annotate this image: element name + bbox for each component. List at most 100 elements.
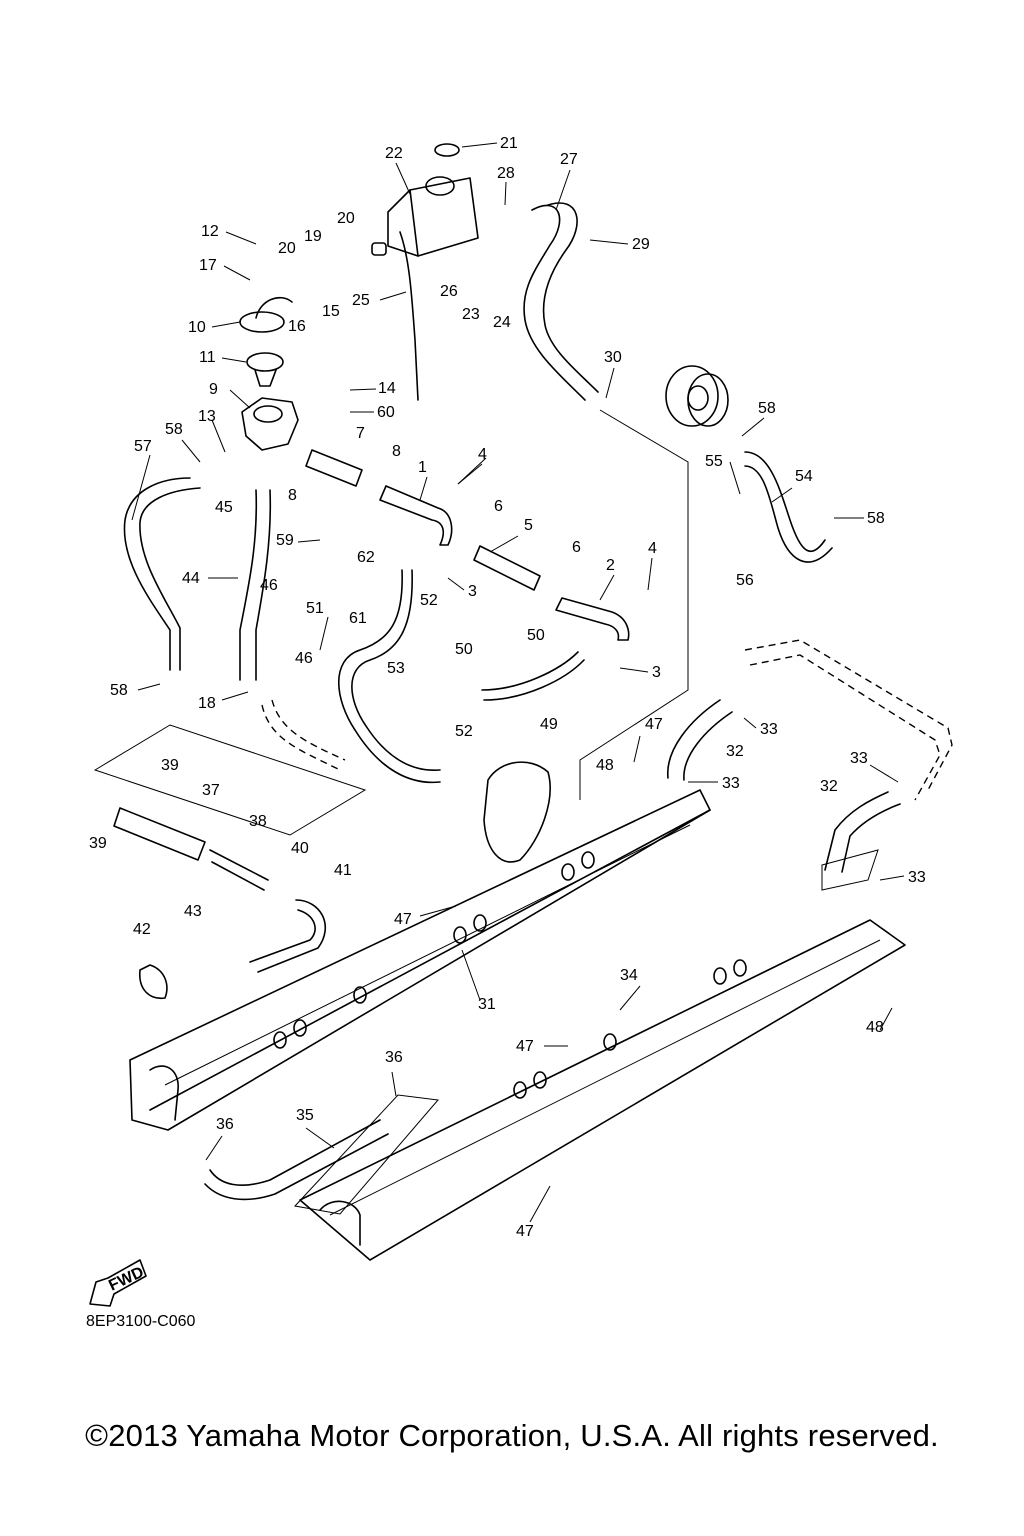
callout-52: 52 <box>455 723 473 740</box>
callout-9: 9 <box>209 381 218 398</box>
heat-exchanger-34 <box>299 919 906 1261</box>
callout-52: 52 <box>420 592 438 609</box>
callout-45: 45 <box>215 499 233 516</box>
water-pump-cover <box>483 761 551 863</box>
callout-32: 32 <box>726 743 744 760</box>
callout-50: 50 <box>455 641 473 658</box>
diagram-code: 8EP3100-C060 <box>86 1313 196 1330</box>
callout-31: 31 <box>478 996 496 1013</box>
callout-37: 37 <box>202 782 220 799</box>
callout-36: 36 <box>216 1116 234 1133</box>
hose-51 <box>338 569 441 784</box>
callout-41: 41 <box>334 862 352 879</box>
callout-11: 11 <box>199 349 216 366</box>
callout-44: 44 <box>182 570 200 587</box>
callout-50: 50 <box>527 627 545 644</box>
copyright-notice: ©2013 Yamaha Motor Corporation, U.S.A. A… <box>85 1418 939 1453</box>
callout-38: 38 <box>249 813 267 830</box>
callout-27: 27 <box>560 151 578 168</box>
callout-56: 56 <box>736 572 754 589</box>
callout-16: 16 <box>288 318 306 335</box>
fwd-arrow-icon: FWD <box>89 1259 147 1307</box>
hose-57 <box>123 477 191 671</box>
callout-24: 24 <box>493 314 511 331</box>
callout-46: 46 <box>260 577 278 594</box>
callout-51: 51 <box>306 600 324 617</box>
callout-28: 28 <box>497 165 515 182</box>
callout-7: 7 <box>356 425 365 442</box>
callout-47: 47 <box>645 716 663 733</box>
callout-19: 19 <box>304 228 322 245</box>
callout-53: 53 <box>387 660 405 677</box>
callout-46: 46 <box>295 650 313 667</box>
callout-32: 32 <box>820 778 838 795</box>
callout-17: 17 <box>199 257 217 274</box>
callout-36: 36 <box>385 1049 403 1066</box>
callout-59: 59 <box>276 532 294 549</box>
callout-34: 34 <box>620 967 638 984</box>
hose-27 <box>523 204 586 401</box>
callout-labels: 1 2 3 3 4 4 5 6 6 7 8 8 9 10 11 12 13 14… <box>89 135 926 1240</box>
callout-47: 47 <box>394 911 412 928</box>
elbow-42 <box>139 964 168 999</box>
callout-58: 58 <box>110 682 128 699</box>
callout-23: 23 <box>462 306 480 323</box>
callout-48: 48 <box>596 757 614 774</box>
callout-20: 20 <box>337 210 355 227</box>
callout-39: 39 <box>161 757 179 774</box>
callout-18: 18 <box>198 695 216 712</box>
callout-15: 15 <box>322 303 340 320</box>
callout-30: 30 <box>604 349 622 366</box>
pipe-5 <box>473 545 541 591</box>
callout-8: 8 <box>392 443 401 460</box>
callout-40: 40 <box>291 840 309 857</box>
callout-43: 43 <box>184 903 202 920</box>
callout-4: 4 <box>648 540 657 557</box>
callout-47: 47 <box>516 1038 534 1055</box>
callout-4: 4 <box>478 446 487 463</box>
callout-35: 35 <box>296 1107 314 1124</box>
callout-61: 61 <box>349 610 367 627</box>
callout-57: 57 <box>134 438 152 455</box>
callout-3: 3 <box>652 664 661 681</box>
callout-6: 6 <box>572 539 581 556</box>
hose-41 <box>249 899 327 973</box>
callout-33: 33 <box>760 721 778 738</box>
pipe-7 <box>305 449 363 487</box>
hose-54 <box>744 451 826 553</box>
parts-drawing <box>93 143 953 1261</box>
callout-1: 1 <box>418 459 427 476</box>
spring-38 <box>209 849 269 891</box>
callout-58: 58 <box>165 421 183 438</box>
thermostat-housing <box>239 296 299 451</box>
leader-lines <box>131 142 905 1223</box>
callout-22: 22 <box>385 145 403 162</box>
callout-12: 12 <box>201 223 219 240</box>
water-pump <box>665 365 729 427</box>
hose-32-lower <box>824 791 889 871</box>
callout-33: 33 <box>850 750 868 767</box>
hose-35 <box>209 1119 381 1186</box>
callout-21: 21 <box>500 135 518 152</box>
callout-14: 14 <box>378 380 396 397</box>
callout-49: 49 <box>540 716 558 733</box>
heat-exchanger-31 <box>129 789 711 1131</box>
callout-6: 6 <box>494 498 503 515</box>
callout-5: 5 <box>524 517 533 534</box>
coolant-reservoir <box>371 143 479 257</box>
callout-20: 20 <box>278 240 296 257</box>
callout-26: 26 <box>440 283 458 300</box>
callout-58: 58 <box>758 400 776 417</box>
hose-37 <box>113 807 206 861</box>
callout-54: 54 <box>795 468 813 485</box>
callout-42: 42 <box>133 921 151 938</box>
callout-60: 60 <box>377 404 395 421</box>
hose-49 <box>481 651 579 691</box>
callout-33: 33 <box>908 869 926 886</box>
callout-2: 2 <box>606 557 615 574</box>
pipe-1 <box>379 485 453 546</box>
callout-47: 47 <box>516 1223 534 1240</box>
hose-44 <box>239 489 258 681</box>
callout-48: 48 <box>866 1019 884 1036</box>
